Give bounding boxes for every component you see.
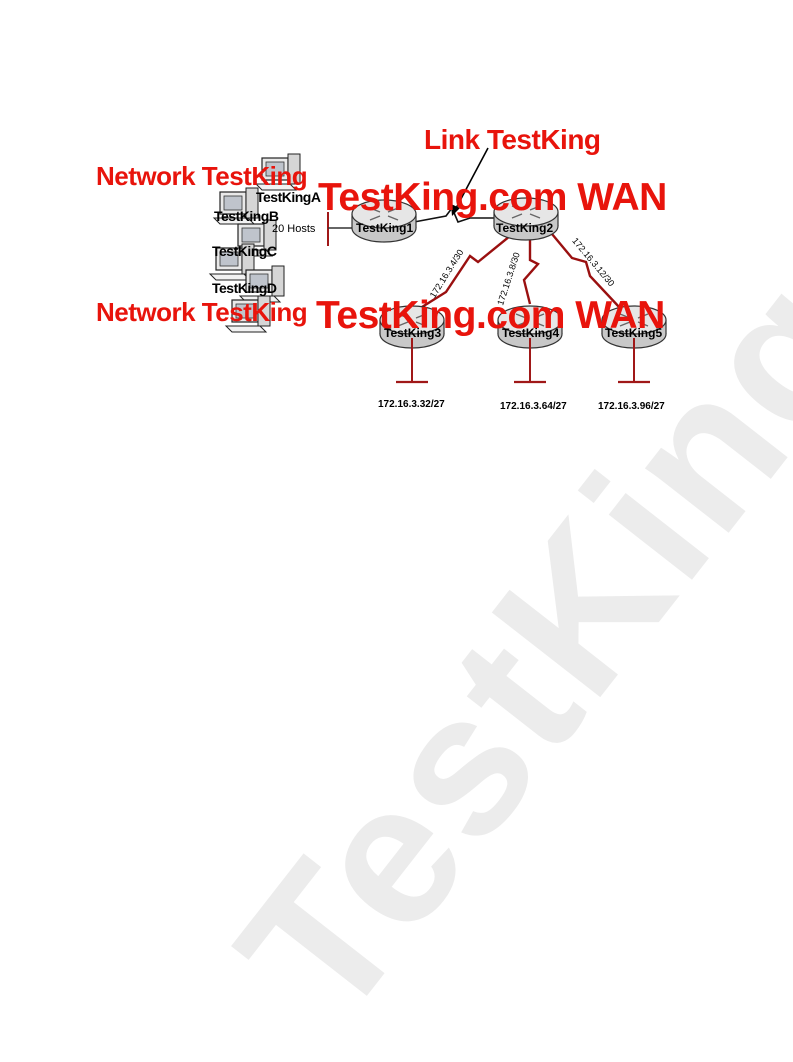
wan-label-top: TestKing.com WAN (318, 176, 667, 219)
lan-segment-testking3 (396, 338, 428, 384)
network-testking-label-bottom: Network TestKing (96, 297, 308, 327)
network-testking-label-top: Network TestKing (96, 161, 308, 191)
network-label-lan4: 172.16.3.64/27 (500, 401, 567, 412)
link-testking-label: Link TestKing (424, 124, 601, 155)
network-label-lan3: 172.16.3.32/27 (378, 399, 445, 410)
lan-segment-testking5 (618, 338, 650, 384)
link-pointer-arrow (453, 147, 489, 213)
hosts-count-label: 20 Hosts (272, 223, 316, 235)
router-label-testking5: TestKing5 (605, 326, 663, 340)
link-pointer-arrowhead (451, 204, 460, 216)
router-label-testking1: TestKing1 (356, 221, 414, 235)
serial-link-testking2-testking5 (551, 233, 621, 309)
pc-label-testkingd: TestKingD (212, 280, 277, 296)
pc-label-testkingc: TestKingC (212, 243, 277, 259)
router-label-testking3: TestKing3 (384, 326, 442, 340)
router-label-testking4: TestKing4 (502, 326, 560, 340)
serial-link-testking1-testking2 (413, 206, 494, 223)
lan-segment-testking1 (327, 212, 352, 246)
pc-label-testkingb: TestKingB (214, 208, 279, 224)
serial-link-testking2-testking3 (413, 235, 511, 314)
router-label-testking2: TestKing2 (496, 221, 554, 235)
serial-link-testking2-testking4 (522, 238, 540, 305)
pc-label-testkinga: TestKingA (256, 189, 321, 205)
wan-label-bottom: TestKing.com WAN (316, 294, 665, 337)
lan-segment-testking4 (514, 338, 546, 384)
network-label-lan5: 172.16.3.96/27 (598, 401, 665, 412)
